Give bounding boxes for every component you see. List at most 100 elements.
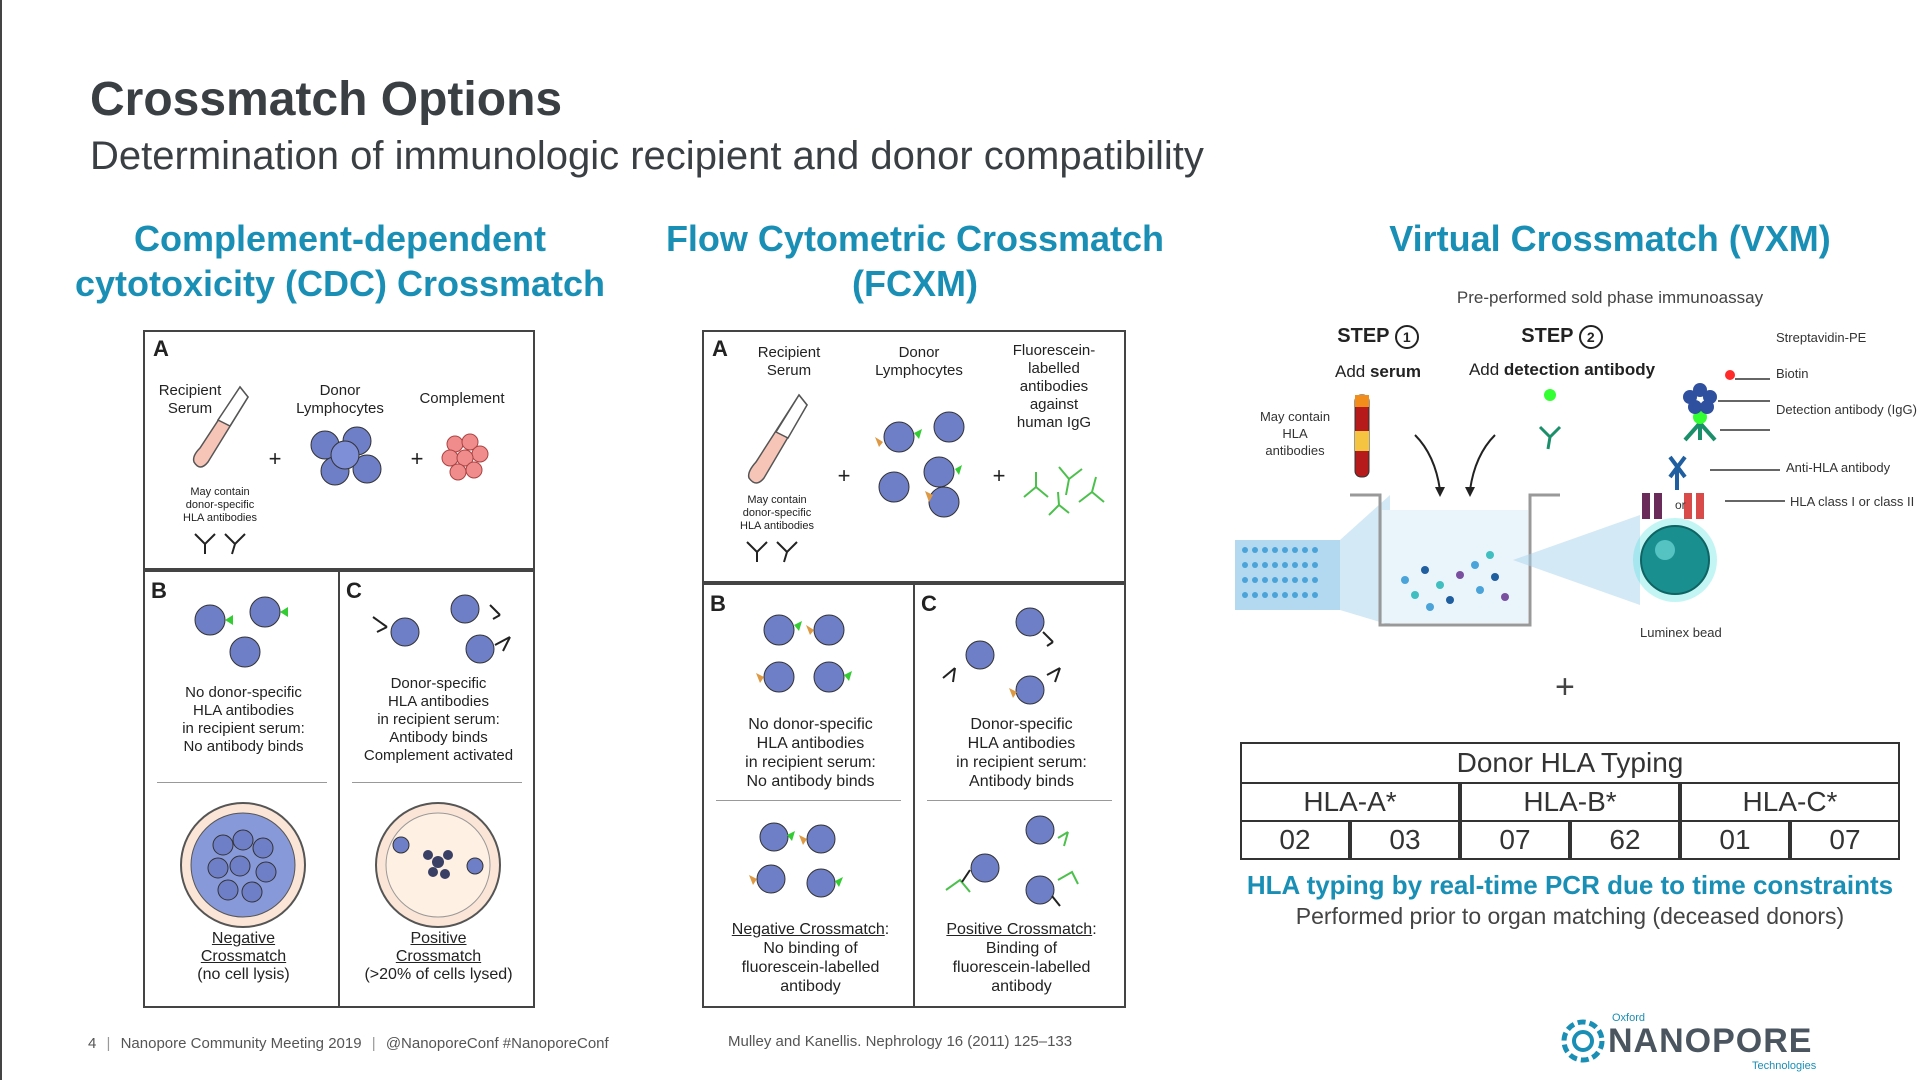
text-line: Negative: [211, 930, 276, 947]
fcxm-heading-line2: (FCXM): [852, 263, 978, 304]
result-title: Positive Crossmatch: [946, 921, 1093, 938]
panel-label: A: [153, 336, 169, 361]
recipient-serum-label: Recipient Serum: [145, 382, 235, 418]
text-line: HLA antibodies: [756, 735, 865, 752]
panel-c-description: Donor-specific HLA antibodies in recipie…: [340, 675, 537, 765]
text-line: Fluorescein-: [1012, 342, 1096, 359]
slide-title: Crossmatch Options: [90, 73, 563, 126]
step-number-badge: 2: [1578, 325, 1603, 349]
logo-sub-text: Technologies: [1752, 1060, 1817, 1072]
meeting-name: Nanopore Community Meeting 2019: [120, 1035, 362, 1052]
panel-label: A: [712, 336, 728, 361]
text-line: Donor-specific: [970, 716, 1073, 733]
panel-b-description: No donor-specific HLA antibodies in reci…: [145, 684, 342, 756]
bead-label: Luminex bead: [1640, 625, 1722, 640]
text-line: May contain: [1259, 409, 1331, 424]
text-line: antibodies: [1019, 378, 1089, 395]
logo-top-text: Oxford: [1612, 1012, 1646, 1024]
bound-lymphocytes-icon: [372, 594, 511, 664]
fcxm-heading-line1: Flow Cytometric Crossmatch: [665, 218, 1165, 259]
text-line: May contain: [747, 494, 807, 506]
plus-sign: +: [410, 446, 424, 471]
text-line: May contain: [190, 486, 250, 498]
positive-crossmatch-result: Positive Crossmatch (>20% of cells lysed…: [340, 930, 537, 984]
text-line: Serum: [167, 400, 213, 417]
step-word: STEP: [1337, 325, 1390, 347]
text-line: HLA antibodies: [193, 702, 294, 719]
plus-sign: +: [1555, 668, 1575, 706]
step1-text: Add serum: [1308, 362, 1448, 382]
divider: [927, 800, 1112, 801]
legend-streptavidin: Streptavidin-PE: [1776, 330, 1867, 345]
positive-crossmatch-result: Positive Crossmatch: Binding of fluoresc…: [915, 920, 1128, 996]
text-line: Negative Crossmatch:: [704, 920, 917, 939]
plus-sign: +: [837, 463, 851, 488]
plus-sign: +: [992, 463, 1006, 488]
citation: Mulley and Kanellis. Nephrology 16 (2011…: [728, 1033, 1073, 1050]
panel-label: B: [151, 578, 167, 603]
text-line: Positive: [410, 930, 467, 947]
legend-hla-class: HLA class I or class II: [1790, 494, 1915, 509]
step-prefix: Add: [1468, 360, 1504, 379]
table-header-cell: HLA-A*: [1240, 782, 1460, 822]
lymphocytes-icon: [194, 596, 288, 668]
nanopore-logo-icon: [1561, 1019, 1605, 1063]
colon: :: [884, 921, 890, 938]
separator: |: [371, 1035, 376, 1052]
cdc-panel-a: A Recipient Serum Donor Lymphocytes Comp…: [143, 330, 535, 570]
text-line: donor-specific: [742, 507, 812, 519]
complement-label: Complement: [419, 390, 505, 407]
slide-subtitle: Determination of immunologic recipient a…: [90, 134, 1204, 178]
table-title: Donor HLA Typing: [1240, 742, 1900, 784]
fluorescein-antibody-label: Fluorescein- labelled antibodies against…: [994, 342, 1114, 432]
panel-b-description: No donor-specific HLA antibodies in reci…: [704, 715, 917, 791]
legend-biotin: Biotin: [1776, 366, 1809, 381]
text-line: fluorescein-labelled: [741, 959, 880, 976]
text-line: Recipient: [158, 382, 222, 399]
lysed-cells-dish-icon: [375, 802, 501, 928]
text-line: fluorescein-labelled: [952, 959, 1091, 976]
step-prefix: Add: [1334, 362, 1370, 381]
text-line: No antibody binds: [183, 738, 304, 755]
footer-left: 4 | Nanopore Community Meeting 2019 | @N…: [88, 1035, 609, 1052]
text-line: Lymphocytes: [296, 400, 384, 417]
lymphocyte-cluster-icon: [310, 426, 382, 486]
text-line: in recipient serum:: [182, 720, 305, 737]
panel-label: C: [921, 591, 937, 616]
table-header-cell: HLA-C*: [1680, 782, 1900, 822]
text-line: Donor: [898, 344, 940, 361]
nanopore-logo: Oxford NANOPORE Technologies: [1560, 1012, 1850, 1072]
panel-label: C: [346, 578, 362, 603]
cdc-panel-c: C Donor-specific HLA antibodies in recip…: [338, 570, 535, 1008]
fluorescein-antibodies-icon: [1023, 466, 1105, 516]
negative-crossmatch-result: Negative Crossmatch: No binding of fluor…: [704, 920, 917, 996]
lymphocytes-icon: [875, 411, 965, 518]
step-number-badge: 1: [1394, 325, 1419, 349]
step-bold: serum: [1369, 362, 1421, 381]
antibody-note: May contain donor-specific HLA antibodie…: [165, 486, 275, 525]
step1-label: STEP 1: [1318, 325, 1438, 349]
text-line: No donor-specific: [185, 684, 302, 701]
lymphocytes-icon: [756, 614, 852, 693]
table-value-cell: 07: [1460, 820, 1570, 860]
cdc-panel-b: B No donor-specific HLA antibodies in re…: [143, 570, 340, 1008]
text-line: No binding of: [763, 940, 858, 957]
legend-detection-antibody: Detection antibody (IgG): [1776, 402, 1917, 417]
text-line: HLA antibodies: [183, 512, 257, 524]
or-label: or: [1675, 498, 1686, 512]
text-line: HLA antibodies: [967, 735, 1076, 752]
text-line: in recipient serum:: [745, 754, 876, 771]
text-line: No donor-specific: [748, 716, 873, 733]
antibody-note: May contain donor-specific HLA antibodie…: [722, 494, 832, 533]
text-line: Binding of: [985, 940, 1058, 957]
cdc-heading: Complement-dependent cytotoxicity (CDC) …: [55, 216, 625, 306]
text-line: donor-specific: [185, 499, 255, 511]
text-line: HLA antibodies: [740, 520, 814, 532]
fcxm-panel-a: A Recipient Serum Donor Lymphocytes Fluo…: [702, 330, 1126, 583]
result-title: Negative Crossmatch: [731, 921, 885, 938]
social-handles: @NanoporeConf #NanoporeConf: [385, 1035, 609, 1052]
pcr-note: HLA typing by real-time PCR due to time …: [1246, 870, 1894, 900]
fcxm-panel-b: B No donor-specific HLA antibodies in re…: [702, 583, 915, 1008]
cdc-heading-line1: Complement-dependent: [133, 218, 546, 259]
